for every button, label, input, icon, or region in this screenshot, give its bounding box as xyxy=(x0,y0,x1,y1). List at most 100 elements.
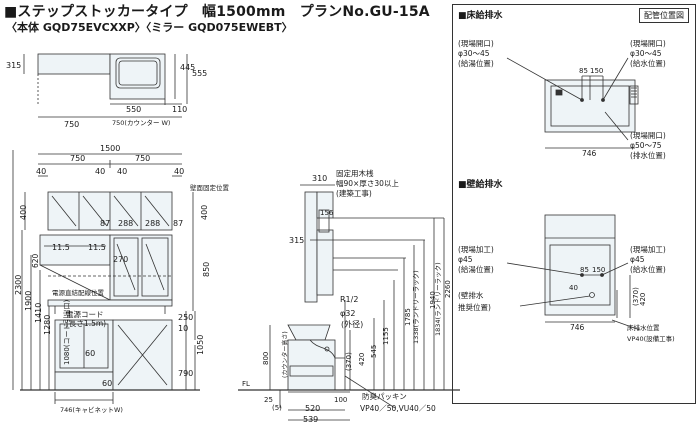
front-dim-1050: 1050 xyxy=(196,335,205,355)
label-batten-size: 幅90×厚さ30以上 xyxy=(336,178,399,188)
front-dim-40-b: 40 xyxy=(95,167,105,176)
front-dim-total: 1500 xyxy=(100,144,120,153)
wall-floor-drain-1: 床排水位置 xyxy=(627,323,660,332)
floor-note-right-2: φ30〜45 xyxy=(630,49,662,58)
front-dim-11-5-b: 11.5 xyxy=(88,243,106,252)
front-dim-1280: 1280 xyxy=(43,315,52,335)
side-dim-counter-h: (カウンター高さ) xyxy=(281,331,289,378)
front-dim-40-d: 40 xyxy=(174,167,184,176)
floor-side-port xyxy=(629,85,639,105)
side-dim-1834: 1834(ランドリーラック) xyxy=(434,262,442,336)
side-dim-100: 100 xyxy=(334,396,347,404)
front-dim-40-a: 40 xyxy=(36,167,46,176)
wall-dim-40: 40 xyxy=(569,284,578,292)
wall-note-right-1: (現場加工) xyxy=(630,244,666,254)
plan-dim-550: 550 xyxy=(126,105,141,114)
front-dim-87-a: 87 xyxy=(100,219,110,228)
front-dim-1900: 1900 xyxy=(24,291,33,311)
piping-diagram-tag: 配管位置図 xyxy=(639,8,689,23)
plan-view xyxy=(23,53,188,118)
front-dim-790: 790 xyxy=(178,369,193,378)
wall-note-left-1: (現場加工) xyxy=(458,244,494,254)
wall-dim-370: (370) xyxy=(632,287,640,306)
front-dim-right-750: 750 xyxy=(135,154,150,163)
front-dim-288-b: 288 xyxy=(145,219,160,228)
side-dim-1785: 1785 xyxy=(404,308,412,326)
wall-dim-85: 85 xyxy=(580,266,589,274)
plan-dim-depth: 315 xyxy=(6,61,21,70)
side-dim-2260: 2260 xyxy=(444,280,452,298)
floor-drain-1: (現場開口) xyxy=(630,130,666,140)
side-dim-phi32: φ32 xyxy=(340,309,355,318)
wall-drain-2: 推奨位置) xyxy=(458,302,491,312)
label-cord-length: (長さ1.5m) xyxy=(66,319,106,328)
front-dim-left-750: 750 xyxy=(70,154,85,163)
front-dim-2300: 2300 xyxy=(14,275,23,295)
plan-dim-445: 445 xyxy=(180,63,195,72)
plan-dim-555: 555 xyxy=(192,69,207,78)
front-dim-87-b: 87 xyxy=(173,219,183,228)
side-dim-1155: 1155 xyxy=(382,327,390,345)
floor-drain-3: (排水位置) xyxy=(630,150,666,160)
label-construction: (建築工事) xyxy=(336,188,372,198)
side-dim-310: 310 xyxy=(312,174,327,183)
floor-hot-port xyxy=(555,89,563,96)
side-dim-r12: R1/2 xyxy=(340,295,358,304)
side-dim-539: 539 xyxy=(303,415,318,424)
front-dim-400-right: 400 xyxy=(200,205,209,220)
floor-note-left-2: φ30〜45 xyxy=(458,49,490,58)
floor-dim-746: 746 xyxy=(582,149,597,158)
plan-dim-750: 750 xyxy=(64,120,79,129)
page-title: ■ステップストッカータイプ 幅1500mm プランNo.GU-15A xyxy=(4,4,430,20)
model-subtitle: 〈本体 GQD75EVCXXP〉〈ミラー GQD075EWEBT〉 xyxy=(6,21,293,34)
wall-floor-drain-2: VP40(設備工事) xyxy=(627,334,675,343)
front-dim-288-a: 288 xyxy=(118,219,133,228)
floor-note-left-1: (現場開口) xyxy=(458,38,494,48)
side-dim-370: (370) xyxy=(345,352,353,371)
side-view xyxy=(238,184,460,421)
wall-drain-1: (壁排水 xyxy=(458,290,484,300)
front-dim-cabinet-w: 746(キャビネットW) xyxy=(60,405,123,414)
wall-note-left-2: φ45 xyxy=(458,255,473,264)
side-dim-1338: 1338(ランドリーラック) xyxy=(412,270,420,344)
label-power-cord: 電源コード xyxy=(66,310,104,319)
plan-dim-110: 110 xyxy=(172,105,187,114)
floor-section-title: ■床給排水 xyxy=(458,9,504,21)
wall-cabinet-outline xyxy=(544,214,616,316)
side-dim-420: 420 xyxy=(358,353,366,366)
front-dim-270: 270 xyxy=(113,255,128,264)
front-dim-850: 850 xyxy=(202,262,211,277)
front-dim-60-a: 60 xyxy=(85,349,95,358)
side-dim-5: (5) xyxy=(272,404,282,412)
front-dim-400-left: 400 xyxy=(19,205,28,220)
wall-dim-150: 150 xyxy=(592,266,605,274)
floor-drain-2: φ50〜75 xyxy=(630,141,662,150)
front-view xyxy=(12,150,200,404)
label-pipe-spec: VP40／50,VU40／50 xyxy=(360,404,436,413)
wall-note-right-2: φ45 xyxy=(630,255,645,264)
front-dim-250: 250 xyxy=(178,313,193,322)
wall-section-title: ■壁給排水 xyxy=(458,178,504,190)
side-dim-520: 520 xyxy=(305,404,320,413)
front-dim-11-5-a: 11.5 xyxy=(52,243,70,252)
side-label-fl: FL xyxy=(242,380,250,388)
wall-cabinet-inner xyxy=(549,244,611,306)
side-dim-1940: 1940 xyxy=(429,291,437,309)
plan-dim-counter-w: 750(カウンター W) xyxy=(112,118,170,127)
wall-note-right-3: (給水位置) xyxy=(630,264,666,274)
front-dim-10: 10 xyxy=(178,324,188,333)
wall-note-left-3: (給湯位置) xyxy=(458,264,494,274)
side-dim-outer: (外径) xyxy=(341,319,363,329)
side-dim-545: 545 xyxy=(370,345,378,358)
front-dim-1080: 1080(コード引出口) xyxy=(62,299,71,365)
front-dim-620: 620 xyxy=(31,253,40,268)
floor-dim-85: 85 xyxy=(579,67,588,75)
side-dim-156: 156 xyxy=(320,209,334,217)
floor-dim-150: 150 xyxy=(590,67,603,75)
label-odor-packing: 防臭パッキン xyxy=(362,391,407,401)
label-wall-fix: 壁面固定位置 xyxy=(190,183,230,192)
wall-dim-746: 746 xyxy=(570,323,585,332)
floor-note-left-3: (給湯位置) xyxy=(458,58,494,68)
